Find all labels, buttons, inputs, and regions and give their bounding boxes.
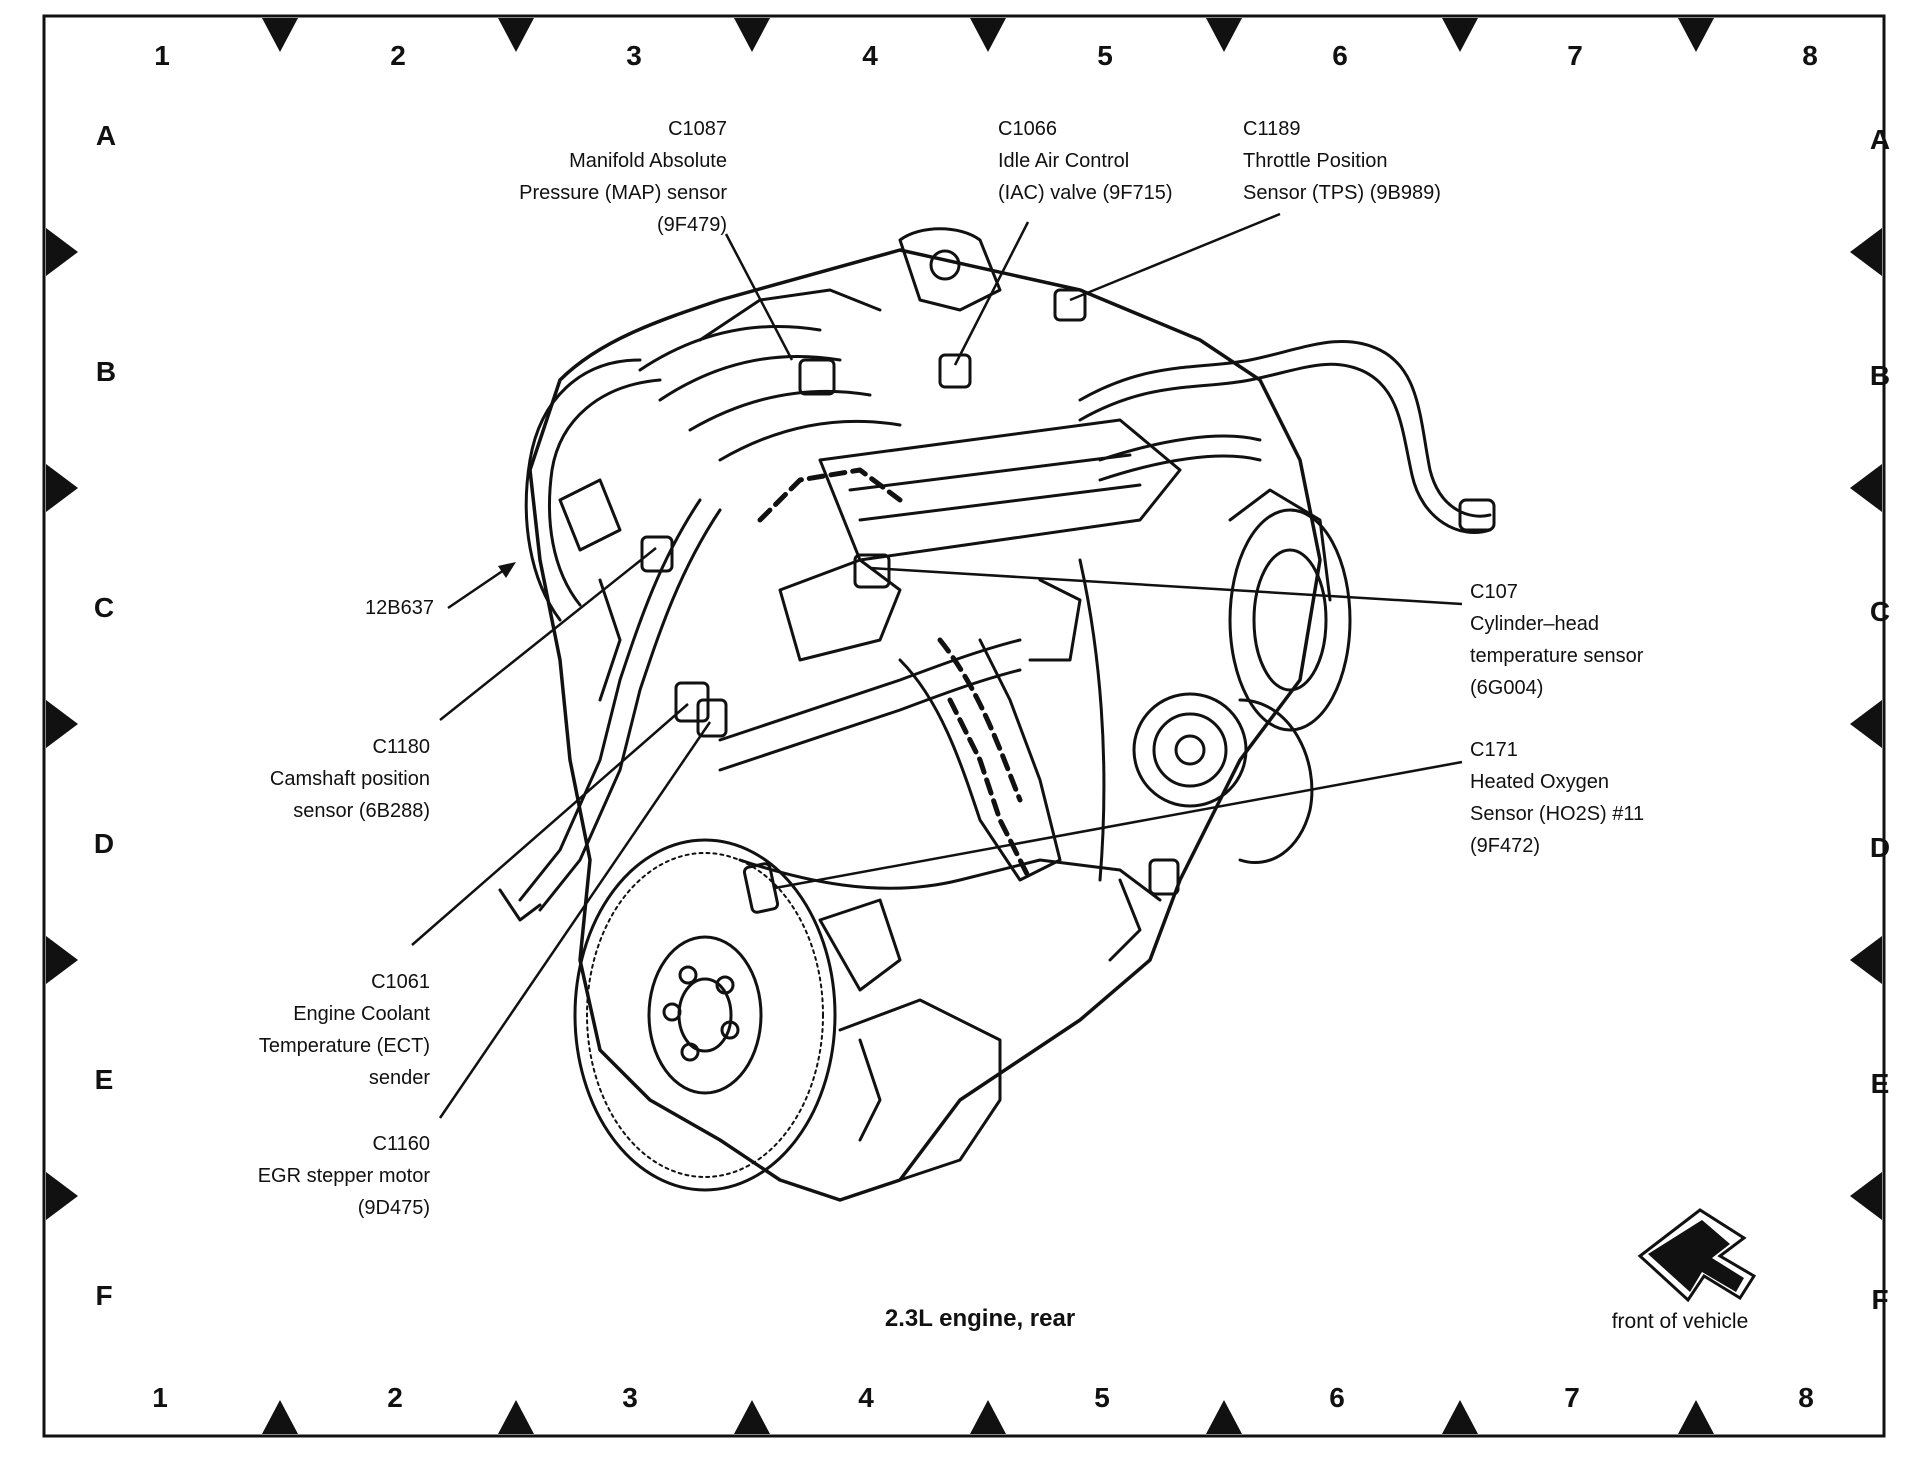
grid-col-top-3: 3 — [626, 40, 642, 71]
grid-col-top-7: 7 — [1567, 40, 1583, 71]
leader-c1066 — [953, 221, 1030, 366]
grid-row-left-e: E — [94, 1064, 114, 1095]
callout-c1180-line-1: C1180 — [372, 736, 430, 758]
callout-c107-line-3: temperature sensor — [1470, 645, 1644, 667]
grid-col-top-8: 8 — [1802, 40, 1818, 71]
grid-markers-bottom — [262, 1400, 1714, 1434]
callout-c1087: C1087 Manifold Absolute Pressure (MAP) s… — [519, 113, 727, 241]
callout-c1087-line-3: Pressure (MAP) sensor — [519, 182, 727, 204]
callout-c1180-line-3: sensor (6B288) — [293, 800, 430, 822]
leader-c1087 — [724, 233, 794, 361]
grid-row-left-a: A — [95, 120, 117, 151]
leader-arrowhead — [498, 562, 516, 578]
callout-12b637: 12B637 — [365, 592, 434, 624]
callout-c107-line-4: (6G004) — [1470, 677, 1544, 699]
leader-c171 — [774, 760, 1463, 890]
grid-col-top-6: 6 — [1332, 40, 1348, 71]
callout-c1061-line-2: Engine Coolant — [293, 1003, 430, 1025]
callout-c171: C171 Heated Oxygen Sensor (HO2S) #11 (9F… — [1470, 734, 1644, 862]
callout-c1061-line-4: sender — [368, 1067, 430, 1089]
callout-c1066-line-1: C1066 — [998, 118, 1057, 140]
grid-col-bottom-3: 3 — [622, 1382, 638, 1413]
callout-12b637-line-1: 12B637 — [365, 597, 434, 619]
callout-c1189-line-3: Sensor (TPS) (9B989) — [1243, 182, 1441, 204]
callout-c1087-line-4: (9F479) — [656, 214, 727, 236]
grid-markers-right — [1850, 228, 1882, 1220]
grid-row-right-f: F — [1871, 1284, 1889, 1315]
callout-c1061: C1061 Engine Coolant Temperature (ECT) s… — [259, 966, 430, 1094]
grid-col-top-5: 5 — [1097, 40, 1113, 71]
grid-row-right-b: B — [1869, 360, 1891, 391]
callout-c1160-line-2: EGR stepper motor — [257, 1165, 430, 1187]
callout-c107-line-2: Cylinder–head — [1470, 613, 1599, 635]
callout-c171-line-2: Heated Oxygen — [1470, 771, 1609, 793]
grid-row-right-c: C — [1869, 596, 1891, 627]
callout-c1189-line-2: Throttle Position — [1243, 150, 1388, 172]
callout-c1061-line-1: C1061 — [371, 971, 430, 993]
callout-c171-line-3: Sensor (HO2S) #11 — [1470, 803, 1645, 825]
grid-row-right-e: E — [1870, 1068, 1890, 1099]
grid-row-left-c: C — [93, 592, 115, 623]
callout-c1180: C1180 Camshaft position sensor (6B288) — [270, 731, 430, 827]
grid-col-bottom-4: 4 — [858, 1382, 874, 1413]
front-of-vehicle-label: front of vehicle — [1611, 1310, 1749, 1333]
grid-markers-left — [46, 228, 78, 1220]
grid-col-bottom-5: 5 — [1094, 1382, 1110, 1413]
engine-illustration — [498, 227, 1496, 1202]
grid-row-left-b: B — [95, 356, 117, 387]
callout-c1160-line-3: (9D475) — [357, 1197, 430, 1219]
grid-col-bottom-2: 2 — [387, 1382, 403, 1413]
callout-c171-line-1: C171 — [1470, 739, 1518, 761]
callout-c107-line-1: C107 — [1470, 581, 1518, 603]
grid-col-top-1: 1 — [154, 40, 170, 71]
callout-c1160-line-1: C1160 — [372, 1133, 430, 1155]
grid-col-bottom-8: 8 — [1798, 1382, 1814, 1413]
callout-c1087-line-1: C1087 — [668, 118, 727, 140]
grid-col-bottom-1: 1 — [152, 1382, 168, 1413]
callout-c1087-line-2: Manifold Absolute — [569, 150, 727, 172]
callout-c1189-line-1: C1189 — [1243, 118, 1301, 140]
grid-col-top-2: 2 — [390, 40, 406, 71]
grid-row-right-a: A — [1869, 124, 1891, 155]
grid-col-bottom-6: 6 — [1329, 1382, 1345, 1413]
callout-c1066-line-3: (IAC) valve (9F715) — [998, 182, 1173, 204]
diagram-border — [42, 14, 1886, 1438]
callout-c1066-line-2: Idle Air Control — [998, 150, 1130, 172]
callout-c1189: C1189 Throttle Position Sensor (TPS) (9B… — [1243, 113, 1441, 209]
callout-c1066: C1066 Idle Air Control (IAC) valve (9F71… — [998, 113, 1173, 209]
grid-markers-top — [262, 18, 1714, 52]
callout-c171-line-4: (9F472) — [1470, 835, 1541, 857]
callout-c107: C107 Cylinder–head temperature sensor (6… — [1470, 576, 1643, 704]
front-of-vehicle-arrow-icon — [1637, 1208, 1757, 1303]
callout-c1061-line-3: Temperature (ECT) — [258, 1035, 430, 1057]
leader-c1160 — [438, 721, 712, 1119]
leader-12b637 — [447, 564, 511, 610]
grid-col-bottom-7: 7 — [1564, 1382, 1580, 1413]
grid-col-top-4: 4 — [862, 40, 878, 71]
grid-row-left-f: F — [95, 1280, 113, 1311]
leader-c1189 — [1069, 212, 1281, 302]
leader-c107 — [869, 566, 1463, 606]
callout-c1160: C1160 EGR stepper motor (9D475) — [258, 1128, 430, 1224]
grid-row-right-d: D — [1869, 832, 1891, 863]
callout-leaders — [411, 212, 1463, 1119]
diagram-caption: 2.3L engine, rear — [884, 1305, 1076, 1332]
leader-c1061 — [411, 703, 689, 946]
grid-row-left-d: D — [93, 828, 115, 859]
leader-c1180 — [439, 547, 657, 721]
callout-c1180-line-2: Camshaft position — [269, 768, 430, 790]
